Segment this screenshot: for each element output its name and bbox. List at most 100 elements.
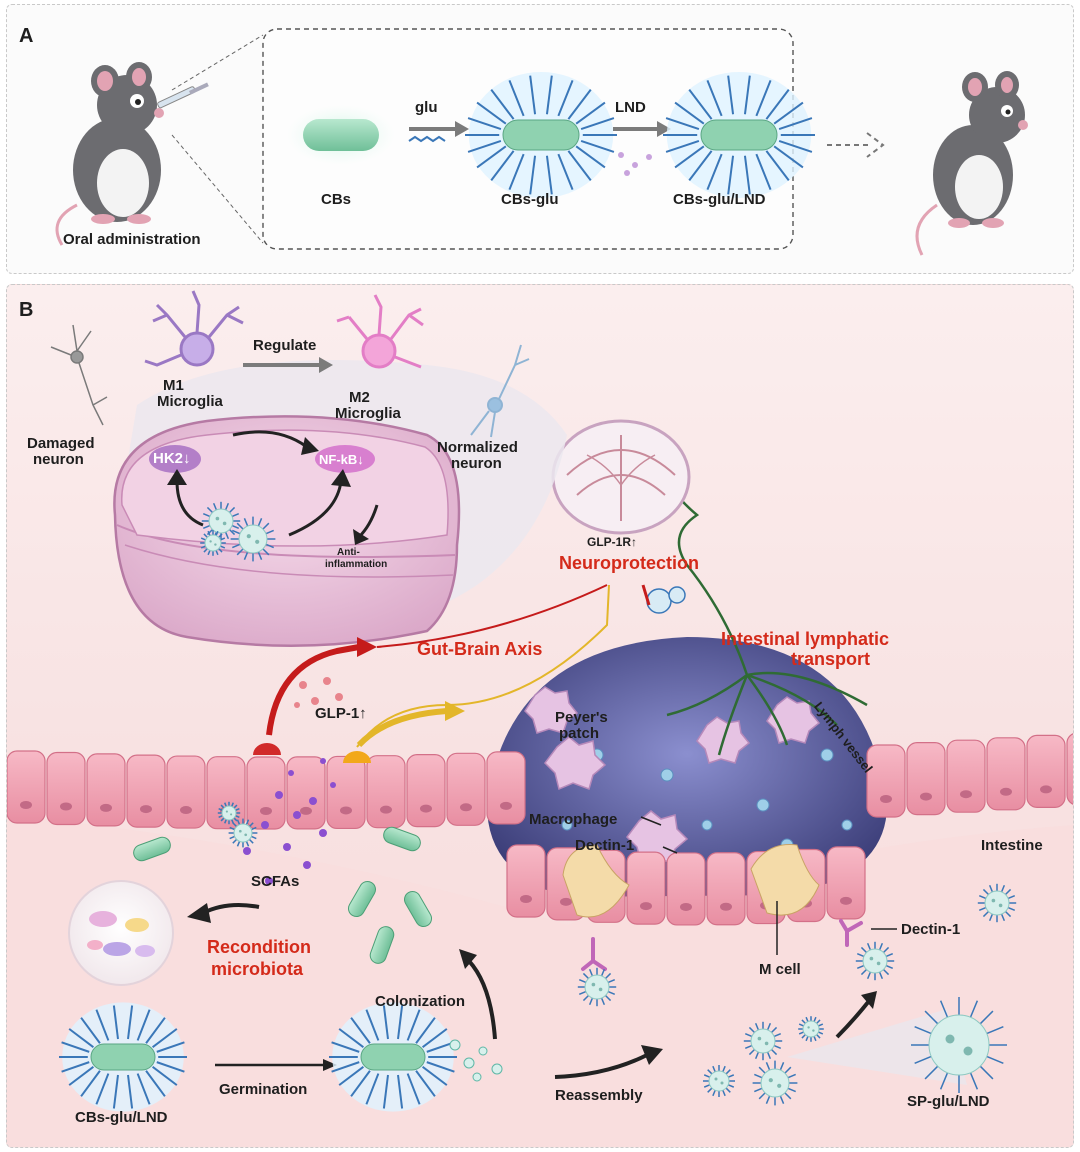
cbs-glu-lnd-rod-spore (59, 1002, 187, 1112)
damaged-neuron-line2: neuron (33, 451, 84, 468)
intestinal-lymphatic-line2: transport (791, 649, 871, 669)
regulate-label: Regulate (253, 337, 317, 354)
projection-line-bottom (171, 134, 264, 244)
cbs-glu-label: CBs-glu (501, 191, 559, 208)
anti-inflammation-line1: Anti- (337, 547, 360, 558)
sp-particle (230, 516, 276, 562)
panel-b-letter: B (19, 299, 34, 321)
intestine-label: Intestine (981, 837, 1043, 854)
m1-label-line2: Microglia (157, 393, 223, 410)
reassembly-label: Reassembly (555, 1087, 643, 1104)
sp-particle (478, 1046, 488, 1056)
regulate-arrow (243, 357, 333, 373)
sp-particle (703, 1065, 735, 1097)
microbiota-circle (68, 880, 174, 986)
normalized-neuron-line2: neuron (451, 455, 502, 472)
brain-slice-icon (551, 419, 691, 535)
cbs-glu-spore (465, 72, 617, 198)
recondition-line2: microbiota (211, 959, 304, 979)
left-mouse-icon (55, 62, 209, 246)
nfkb-label: NF-kB↓ (319, 452, 364, 467)
epithelial-cell (866, 744, 906, 818)
dectin1-receptors (581, 919, 863, 971)
epithelial-cell (246, 756, 286, 830)
germinating-spore (329, 1002, 457, 1112)
epithelial-cell (506, 844, 546, 918)
normalized-neuron-line1: Normalized (437, 439, 518, 456)
cbs-spore (303, 119, 379, 151)
cbs-label: CBs (321, 191, 352, 208)
germination-label: Germination (219, 1081, 308, 1098)
gut-brain-axis-label: Gut-Brain Axis (417, 639, 543, 659)
epithelial-cell (666, 852, 706, 926)
sp-particle (577, 967, 617, 1007)
panel-a-graphics (55, 28, 1028, 256)
neuroprotection-label: Neuroprotection (559, 553, 700, 573)
panel-b: B M1 Microglia Regulate M2 Microglia Dam… (6, 284, 1074, 1148)
m-cell-label: M cell (759, 961, 801, 978)
sp-particle (977, 883, 1017, 923)
epithelial-cell (706, 852, 746, 926)
scfas-label: SCFAs (251, 873, 300, 890)
epithelial-cell (486, 751, 526, 825)
sp-particle (798, 1016, 824, 1042)
glu-arrow (408, 121, 469, 143)
epithelial-cell (326, 755, 366, 830)
epithelial-cell (1026, 734, 1066, 808)
glp1r-label: GLP-1R↑ (587, 535, 638, 549)
m-cells (562, 844, 820, 918)
sp-particle (855, 941, 895, 981)
sp-uptake-arrow (835, 991, 877, 1039)
germination-arrow (215, 1059, 337, 1071)
sp-particle (217, 801, 241, 825)
gut-brain-axis-arrow (266, 584, 651, 748)
projection-line-top (171, 34, 264, 91)
sp-zoom-beam (787, 1009, 967, 1085)
recondition-arrow (187, 903, 260, 923)
glp1-label: GLP-1↑ (315, 705, 367, 722)
scfa-particles (243, 758, 336, 885)
panel-b-graphics (7, 290, 1073, 1147)
dectin1-outer-label: Dectin-1 (901, 921, 961, 938)
dashed-arrow (827, 132, 885, 158)
epithelial-cell (286, 756, 326, 830)
sp-particle (491, 1063, 503, 1075)
normalized-neuron-icon (470, 344, 530, 438)
peyers-patch-line2: patch (559, 725, 600, 742)
epithelial-cell (626, 851, 666, 925)
epithelial-cell (86, 753, 126, 827)
epithelial-cell (366, 755, 406, 829)
sp-particle (472, 1072, 482, 1082)
epithelial-cell (1066, 733, 1073, 805)
nfkb-node (315, 445, 375, 473)
peyers-patch-line1: Peyer's (555, 709, 608, 726)
epithelial-cell (906, 742, 946, 816)
right-mouse-icon (915, 71, 1028, 256)
sp-particle (449, 1039, 461, 1051)
spore-cluster-near-brain (646, 586, 686, 614)
sp-particle (228, 818, 258, 848)
epithelium (7, 733, 1073, 926)
epithelial-cell (7, 750, 46, 824)
cbs-glu-lnd-spore-body (663, 72, 815, 198)
sp-glu-lnd-label: SP-glu/LND (907, 1093, 990, 1110)
recondition-line1: Recondition (207, 937, 311, 957)
spore-particles (59, 501, 1017, 1112)
m1-label-line1: M1 (163, 377, 184, 394)
lnd-arrow (613, 121, 671, 176)
epithelial-cell (826, 846, 866, 920)
glu-label: glu (415, 99, 438, 116)
microglia-cell (113, 415, 461, 647)
epithelial-receptors (253, 743, 371, 763)
macrophage-label: Macrophage (529, 811, 618, 828)
panel-a-letter: A (19, 25, 34, 47)
sp-particle (200, 530, 226, 556)
epithelial-cell (166, 755, 206, 829)
dectin1-inner-label: Dectin-1 (575, 837, 635, 854)
cbs-glu-lnd-label: CBs-glu/LND (673, 191, 766, 208)
reassembly-arrow (554, 1045, 663, 1079)
hk2-label: HK2↓ (153, 450, 191, 467)
epithelial-cell (406, 753, 446, 828)
anti-inflammation-line2: inflammation (325, 559, 388, 570)
m2-microglia-icon (336, 294, 424, 369)
